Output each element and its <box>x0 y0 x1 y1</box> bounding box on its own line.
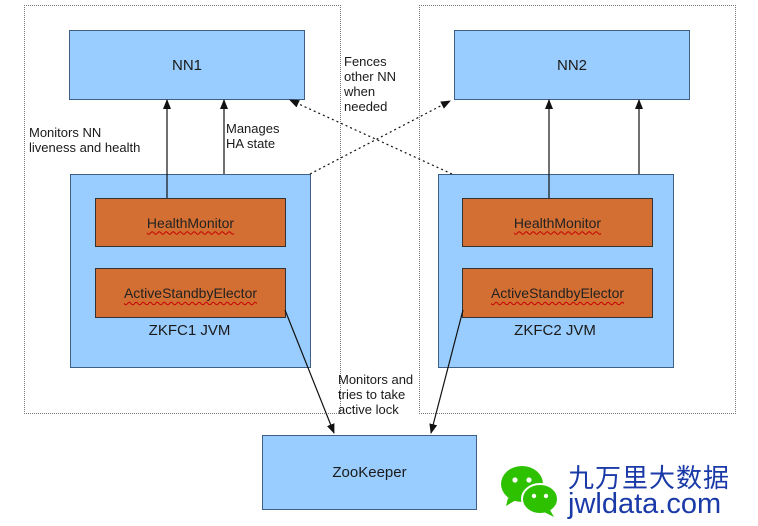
watermark-brand-cn: 九万里大数据 <box>568 463 731 493</box>
active-standby-elector-1: ActiveStandbyElector <box>95 268 286 318</box>
nn2-label: NN2 <box>556 56 587 74</box>
active-standby-elector-2: ActiveStandbyElector <box>462 268 653 318</box>
zkfc1-label: ZKFC1 JVM <box>148 322 231 339</box>
watermark-url: jwldata.com <box>568 488 722 520</box>
annotation-fences: Fences other NN when needed <box>344 54 397 114</box>
nn2-box: NN2 <box>454 30 690 100</box>
host2-region <box>419 5 736 414</box>
annotation-manages-ha: Manages HA state <box>226 121 280 151</box>
zookeeper-label: ZooKeeper <box>332 464 407 481</box>
fence-arrow-to-nn2 <box>309 100 451 175</box>
zookeeper-box: ZooKeeper <box>262 435 477 510</box>
annotation-monitors-nn: Monitors NN liveness and health <box>29 125 141 155</box>
wechat-icon <box>501 466 559 517</box>
host1-region <box>24 5 341 414</box>
nn1-box: NN1 <box>69 30 305 100</box>
zkfc2-label: ZKFC2 JVM <box>514 322 596 339</box>
elector2-to-zookeeper <box>429 309 464 434</box>
health-monitor-2: HealthMonitor <box>462 198 653 247</box>
annotation-monitors-lock: Monitors and tries to take active lock <box>338 372 414 417</box>
elector1-to-zookeeper <box>284 309 335 434</box>
nn1-label: NN1 <box>171 56 202 74</box>
health-monitor-1: HealthMonitor <box>95 198 286 247</box>
